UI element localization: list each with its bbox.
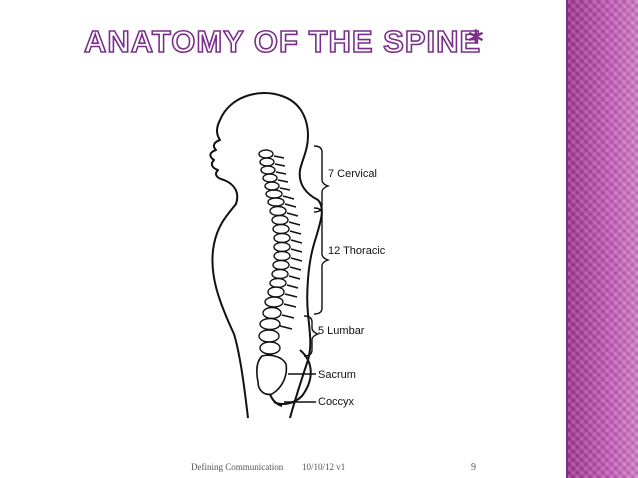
spine-illustration	[190, 84, 410, 424]
decorative-sidebar	[568, 0, 638, 478]
label-cervical: 7 Cervical	[328, 168, 377, 180]
body-silhouette-icon	[209, 92, 331, 419]
label-coccyx: Coccyx	[318, 396, 355, 408]
label-thoracic: 12 Thoracic	[328, 245, 386, 257]
label-lumbar: 5 Lumbar	[318, 325, 365, 337]
buttock-outline	[273, 349, 312, 405]
slide-title: Anatomy of the Spine	[83, 23, 482, 60]
region-brackets	[284, 145, 331, 403]
spinous-processes	[273, 155, 303, 330]
vertebrae-column	[258, 149, 291, 355]
footer-left-text: Defining Communication	[191, 462, 284, 472]
label-sacrum: Sacrum	[318, 369, 356, 381]
coccyx-shape	[269, 393, 283, 407]
star-icon: *	[468, 25, 484, 60]
sidebar-edge	[566, 0, 568, 478]
body-outline	[209, 92, 323, 419]
sacrum-shape	[256, 354, 288, 396]
footer-date: 10/10/12 v1	[302, 462, 346, 472]
page-number: 9	[471, 462, 476, 473]
